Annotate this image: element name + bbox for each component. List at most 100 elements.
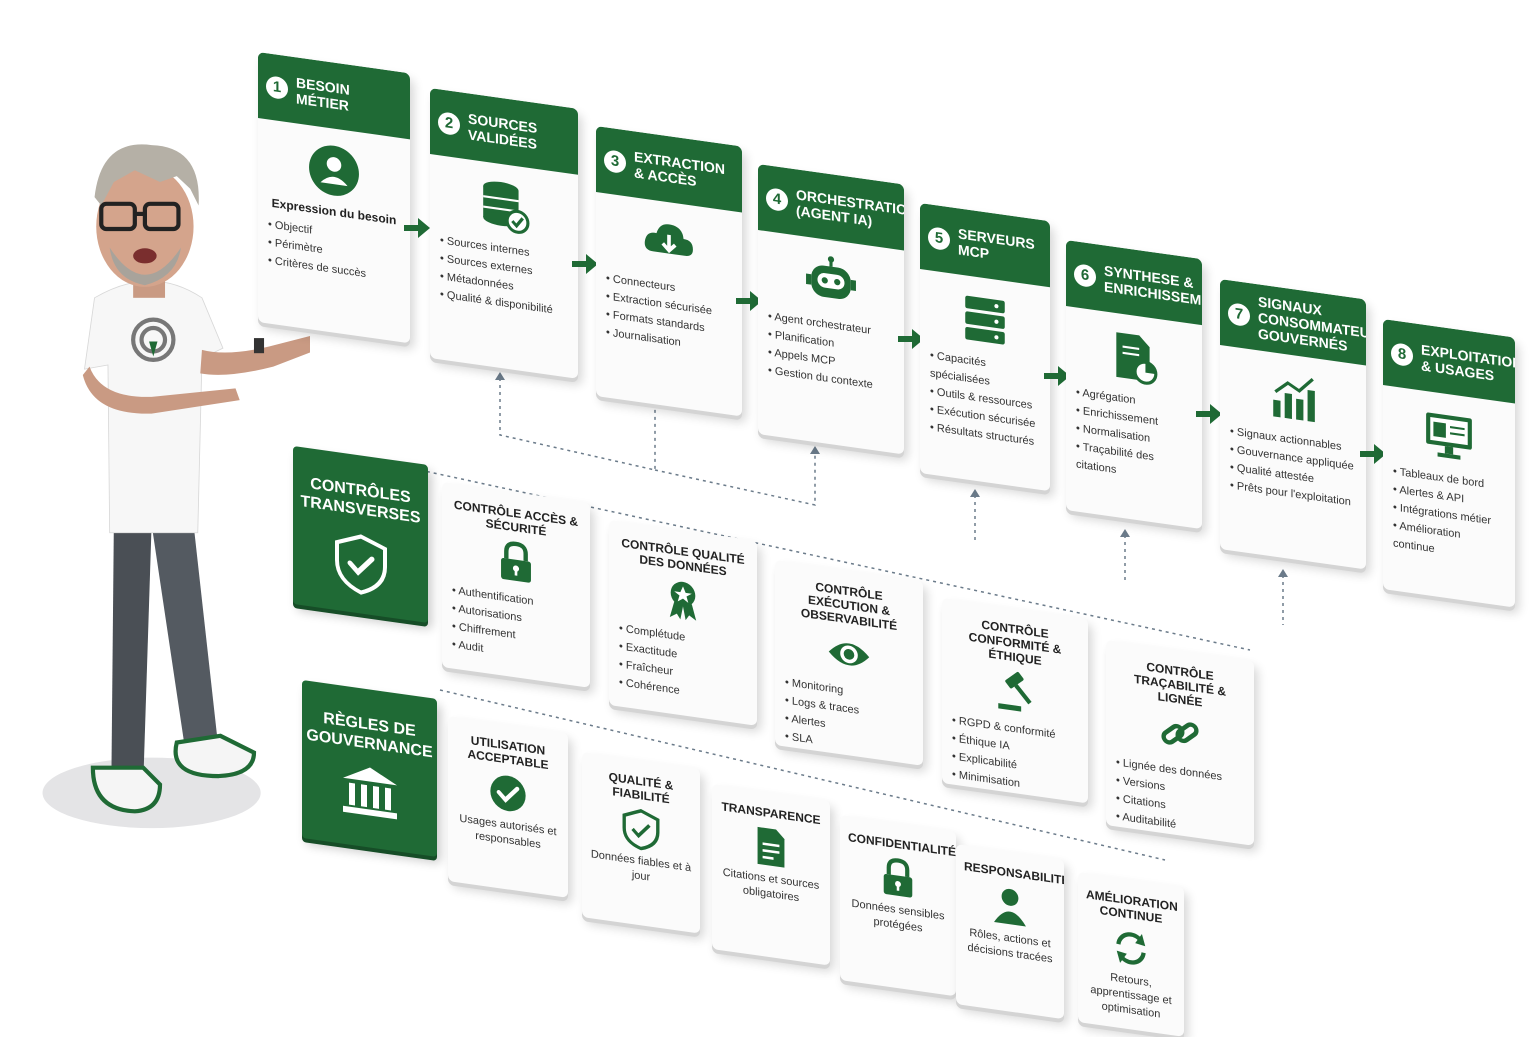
shield-check-icon <box>334 534 387 595</box>
watch-icon <box>253 338 265 354</box>
control-bullets: MonitoringLogs & tracesAlertesSLA <box>775 672 923 765</box>
hair <box>94 144 199 206</box>
step-number: 6 <box>1074 263 1096 289</box>
control-card: Contrôle conformité & éthiqueRGPD & conf… <box>942 598 1088 804</box>
document-icon <box>757 826 785 868</box>
rule-card: TransparenceCitations et sources obligat… <box>712 784 830 966</box>
flow-arrow-icon <box>404 218 430 238</box>
step-header: 3 Extraction & accès <box>596 126 742 213</box>
rule-description: Retours, apprentissage et optimisation <box>1090 971 1172 1021</box>
control-icon-wrap <box>1106 702 1254 767</box>
monitor-dashboard-icon <box>1426 412 1472 460</box>
document-chart-icon <box>1116 332 1158 385</box>
step-icon-wrap <box>920 285 1050 355</box>
beard <box>109 247 181 286</box>
arm-left <box>82 366 240 414</box>
step-card: 2Sources validéesSources internesSources… <box>430 88 578 379</box>
step-bullets: AgrégationEnrichissementNormalisationTra… <box>1066 382 1202 491</box>
glasses-icon <box>99 201 181 232</box>
chain-link-icon <box>1161 722 1199 745</box>
flow-arrow-icon <box>736 291 762 311</box>
cloud-download-icon <box>644 224 693 256</box>
step-icon-wrap <box>430 170 578 243</box>
flow-arrow-icon <box>572 254 598 274</box>
step-bullets: Signaux actionnablesGouvernance appliqué… <box>1220 421 1366 514</box>
server-icon <box>965 295 1005 345</box>
award-ribbon-icon <box>669 581 697 621</box>
step-title: Exploitation & usages <box>1421 341 1515 384</box>
rule-card: ConfidentialitéDonnées sensibles protégé… <box>840 815 956 997</box>
rule-icon-wrap <box>956 878 1064 935</box>
step-icon-wrap <box>258 134 410 207</box>
control-icon-wrap <box>942 660 1088 725</box>
step-icon-wrap <box>1066 322 1202 393</box>
leg-right <box>151 524 219 761</box>
rules-banner-title: Règles de gouvernance <box>306 709 433 762</box>
controls-banner: Contrôles transverses <box>293 446 428 623</box>
rule-icon-wrap <box>448 764 568 823</box>
step-card: 6 Synthese & enrichissementAgrégationEnri… <box>1066 240 1202 530</box>
step-icon-wrap <box>758 246 904 319</box>
user-icon <box>309 145 359 196</box>
step-header: 4 Orchestration (agent IA) <box>758 164 904 251</box>
step-icon-wrap <box>596 208 742 281</box>
flow-arrow-icon <box>1044 366 1070 386</box>
step-header: 8 Exploitation & usages <box>1383 319 1515 404</box>
arm-right <box>200 335 310 375</box>
step-number: 4 <box>766 187 788 213</box>
control-card: Contrôle exécution & observabilitéMonito… <box>775 560 923 766</box>
rule-title: Amélioration continue <box>1086 887 1178 926</box>
rule-card: Utilisation acceptableUsages autorisés e… <box>448 716 568 898</box>
control-card: Contrôle qualité des donnéesComplétudeEx… <box>609 520 757 726</box>
step-number: 3 <box>604 149 626 175</box>
step-card: 4 Orchestration (agent IA) Agent orchestra… <box>758 164 904 455</box>
control-icon-wrap <box>775 622 923 687</box>
step-title: Orchestration (agent IA) <box>796 186 904 230</box>
eye-icon <box>828 643 870 666</box>
step-number: 2 <box>438 111 460 137</box>
control-card: Contrôle accès & sécuritéAuthentificatio… <box>442 482 590 688</box>
step-card: 5Serveurs MCPCapacités spécialiséesOutil… <box>920 203 1050 492</box>
step-icon-wrap <box>1383 401 1515 472</box>
step-header: 1 Besoin métier <box>258 52 410 140</box>
control-icon-wrap <box>442 530 590 595</box>
control-bullets: AuthentificationAutorisationsChiffrement… <box>442 580 590 673</box>
step-header: 7Signaux consommateurs gouvernés <box>1220 279 1366 366</box>
person-icon <box>994 888 1026 927</box>
rules-banner: Règles de gouvernance <box>302 680 437 857</box>
rule-icon-wrap <box>1078 920 1184 977</box>
control-bullets: RGPD & conformitéÉthique IAExplicabilité… <box>942 710 1088 803</box>
shield-check-icon <box>622 809 660 851</box>
control-bullets: ComplétudeExactitudeFraîcheurCohérence <box>609 618 757 711</box>
rule-card: Amélioration continueRetours, apprentiss… <box>1078 872 1184 1037</box>
step-title: Extraction & accès <box>634 148 725 190</box>
step-bullets: Agent orchestrateurPlanificationAppels M… <box>758 306 904 399</box>
refresh-cycle-icon <box>1116 932 1146 965</box>
control-card: Contrôle traçabilité & lignéeLignée des … <box>1106 640 1254 846</box>
step-header: 5Serveurs MCP <box>920 203 1050 288</box>
step-title: Synthese & enrichissement <box>1104 262 1202 312</box>
step-title: Signaux consommateurs gouvernés <box>1258 293 1366 354</box>
control-bullets: Lignée des donnéesVersionsCitationsAudit… <box>1106 752 1254 845</box>
leg-left <box>111 524 152 785</box>
step-title: Besoin métier <box>296 74 350 114</box>
padlock-icon <box>883 858 913 898</box>
control-icon-wrap <box>609 568 757 633</box>
rule-icon-wrap <box>582 800 700 859</box>
step-icon-wrap <box>1220 361 1366 434</box>
rule-icon-wrap <box>712 818 830 877</box>
check-circle-icon <box>490 775 526 812</box>
rule-icon-wrap <box>840 849 956 907</box>
gavel-icon <box>998 672 1032 712</box>
step-card: 3 Extraction & accèsConnecteursExtraction… <box>596 126 742 417</box>
step-number: 8 <box>1391 342 1413 368</box>
database-check-icon <box>483 181 530 234</box>
controls-banner-title: Contrôles transverses <box>300 475 421 527</box>
step-number: 1 <box>266 75 288 101</box>
shoe-left-icon <box>90 765 163 814</box>
flow-arrow-icon <box>1360 444 1386 464</box>
step-bullets: ConnecteursExtraction sécuriséeFormats s… <box>596 268 742 361</box>
institution-icon <box>342 767 397 820</box>
step-card: 7Signaux consommateurs gouvernésSignaux … <box>1220 279 1366 570</box>
step-number: 5 <box>928 226 950 252</box>
